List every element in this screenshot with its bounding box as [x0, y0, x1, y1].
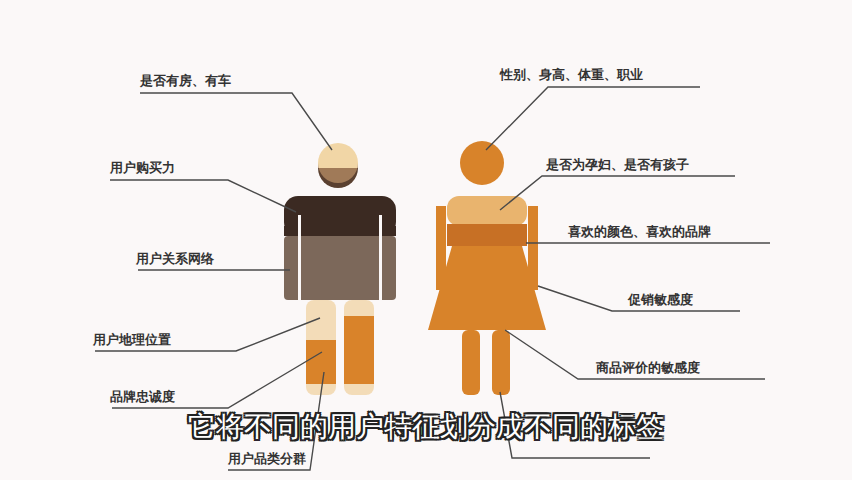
callout-label: 是否有房、有车: [140, 73, 231, 89]
callout-label: 用户地理位置: [93, 332, 171, 348]
male-figure: [284, 143, 396, 395]
callout-label: 商品评价的敏感度: [596, 360, 700, 376]
callout-label: 促销敏感度: [628, 292, 693, 308]
callout-label: 性别、身高、体重、职业: [500, 67, 643, 83]
video-subtitle: 它将不同的用户特征划分成不同的标签: [0, 410, 852, 444]
callout-label: 品牌忠诚度: [110, 389, 175, 405]
callout-label: 喜欢的颜色、喜欢的品牌: [568, 224, 711, 240]
female-figure: [428, 141, 546, 395]
callout-label: 是否为孕妇、是否有孩子: [546, 157, 689, 173]
callout-label: 用户关系网络: [136, 251, 214, 267]
callout-label: 用户购买力: [110, 160, 175, 176]
callout-label: 用户品类分群: [228, 451, 306, 467]
